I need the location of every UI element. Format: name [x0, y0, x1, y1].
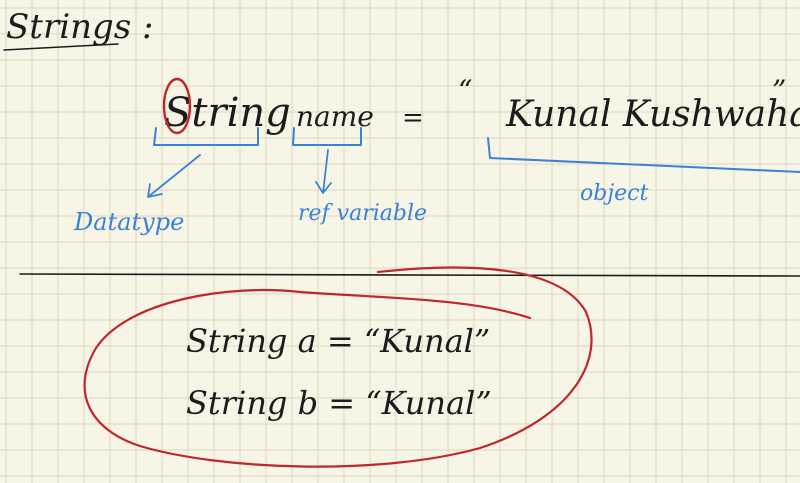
examples-highlight-loop [83, 266, 593, 468]
declaration-open-quote: “ [458, 74, 472, 107]
object-bracket [487, 137, 800, 173]
ref-variable-arrow [315, 149, 332, 194]
heading-underline [3, 43, 119, 51]
declaration-equals: = [402, 103, 424, 133]
example-line-2: String b = “Kunal” [186, 384, 492, 422]
declaration-close-quote: ” [772, 74, 786, 107]
section-divider [19, 273, 800, 277]
datatype-arrow [147, 154, 201, 198]
ref-variable-label: ref variable [298, 201, 427, 226]
example-line-1: String a = “Kunal” [186, 322, 490, 360]
datatype-label: Datatype [73, 208, 184, 236]
s-highlight-circle [162, 77, 192, 135]
object-label: object [580, 181, 648, 206]
ref-variable-bracket [292, 127, 362, 146]
declaration-value: Kunal Kushwaha [505, 94, 800, 135]
declaration-name: name [296, 100, 374, 133]
datatype-bracket [153, 127, 259, 146]
heading: Strings : [6, 7, 153, 47]
